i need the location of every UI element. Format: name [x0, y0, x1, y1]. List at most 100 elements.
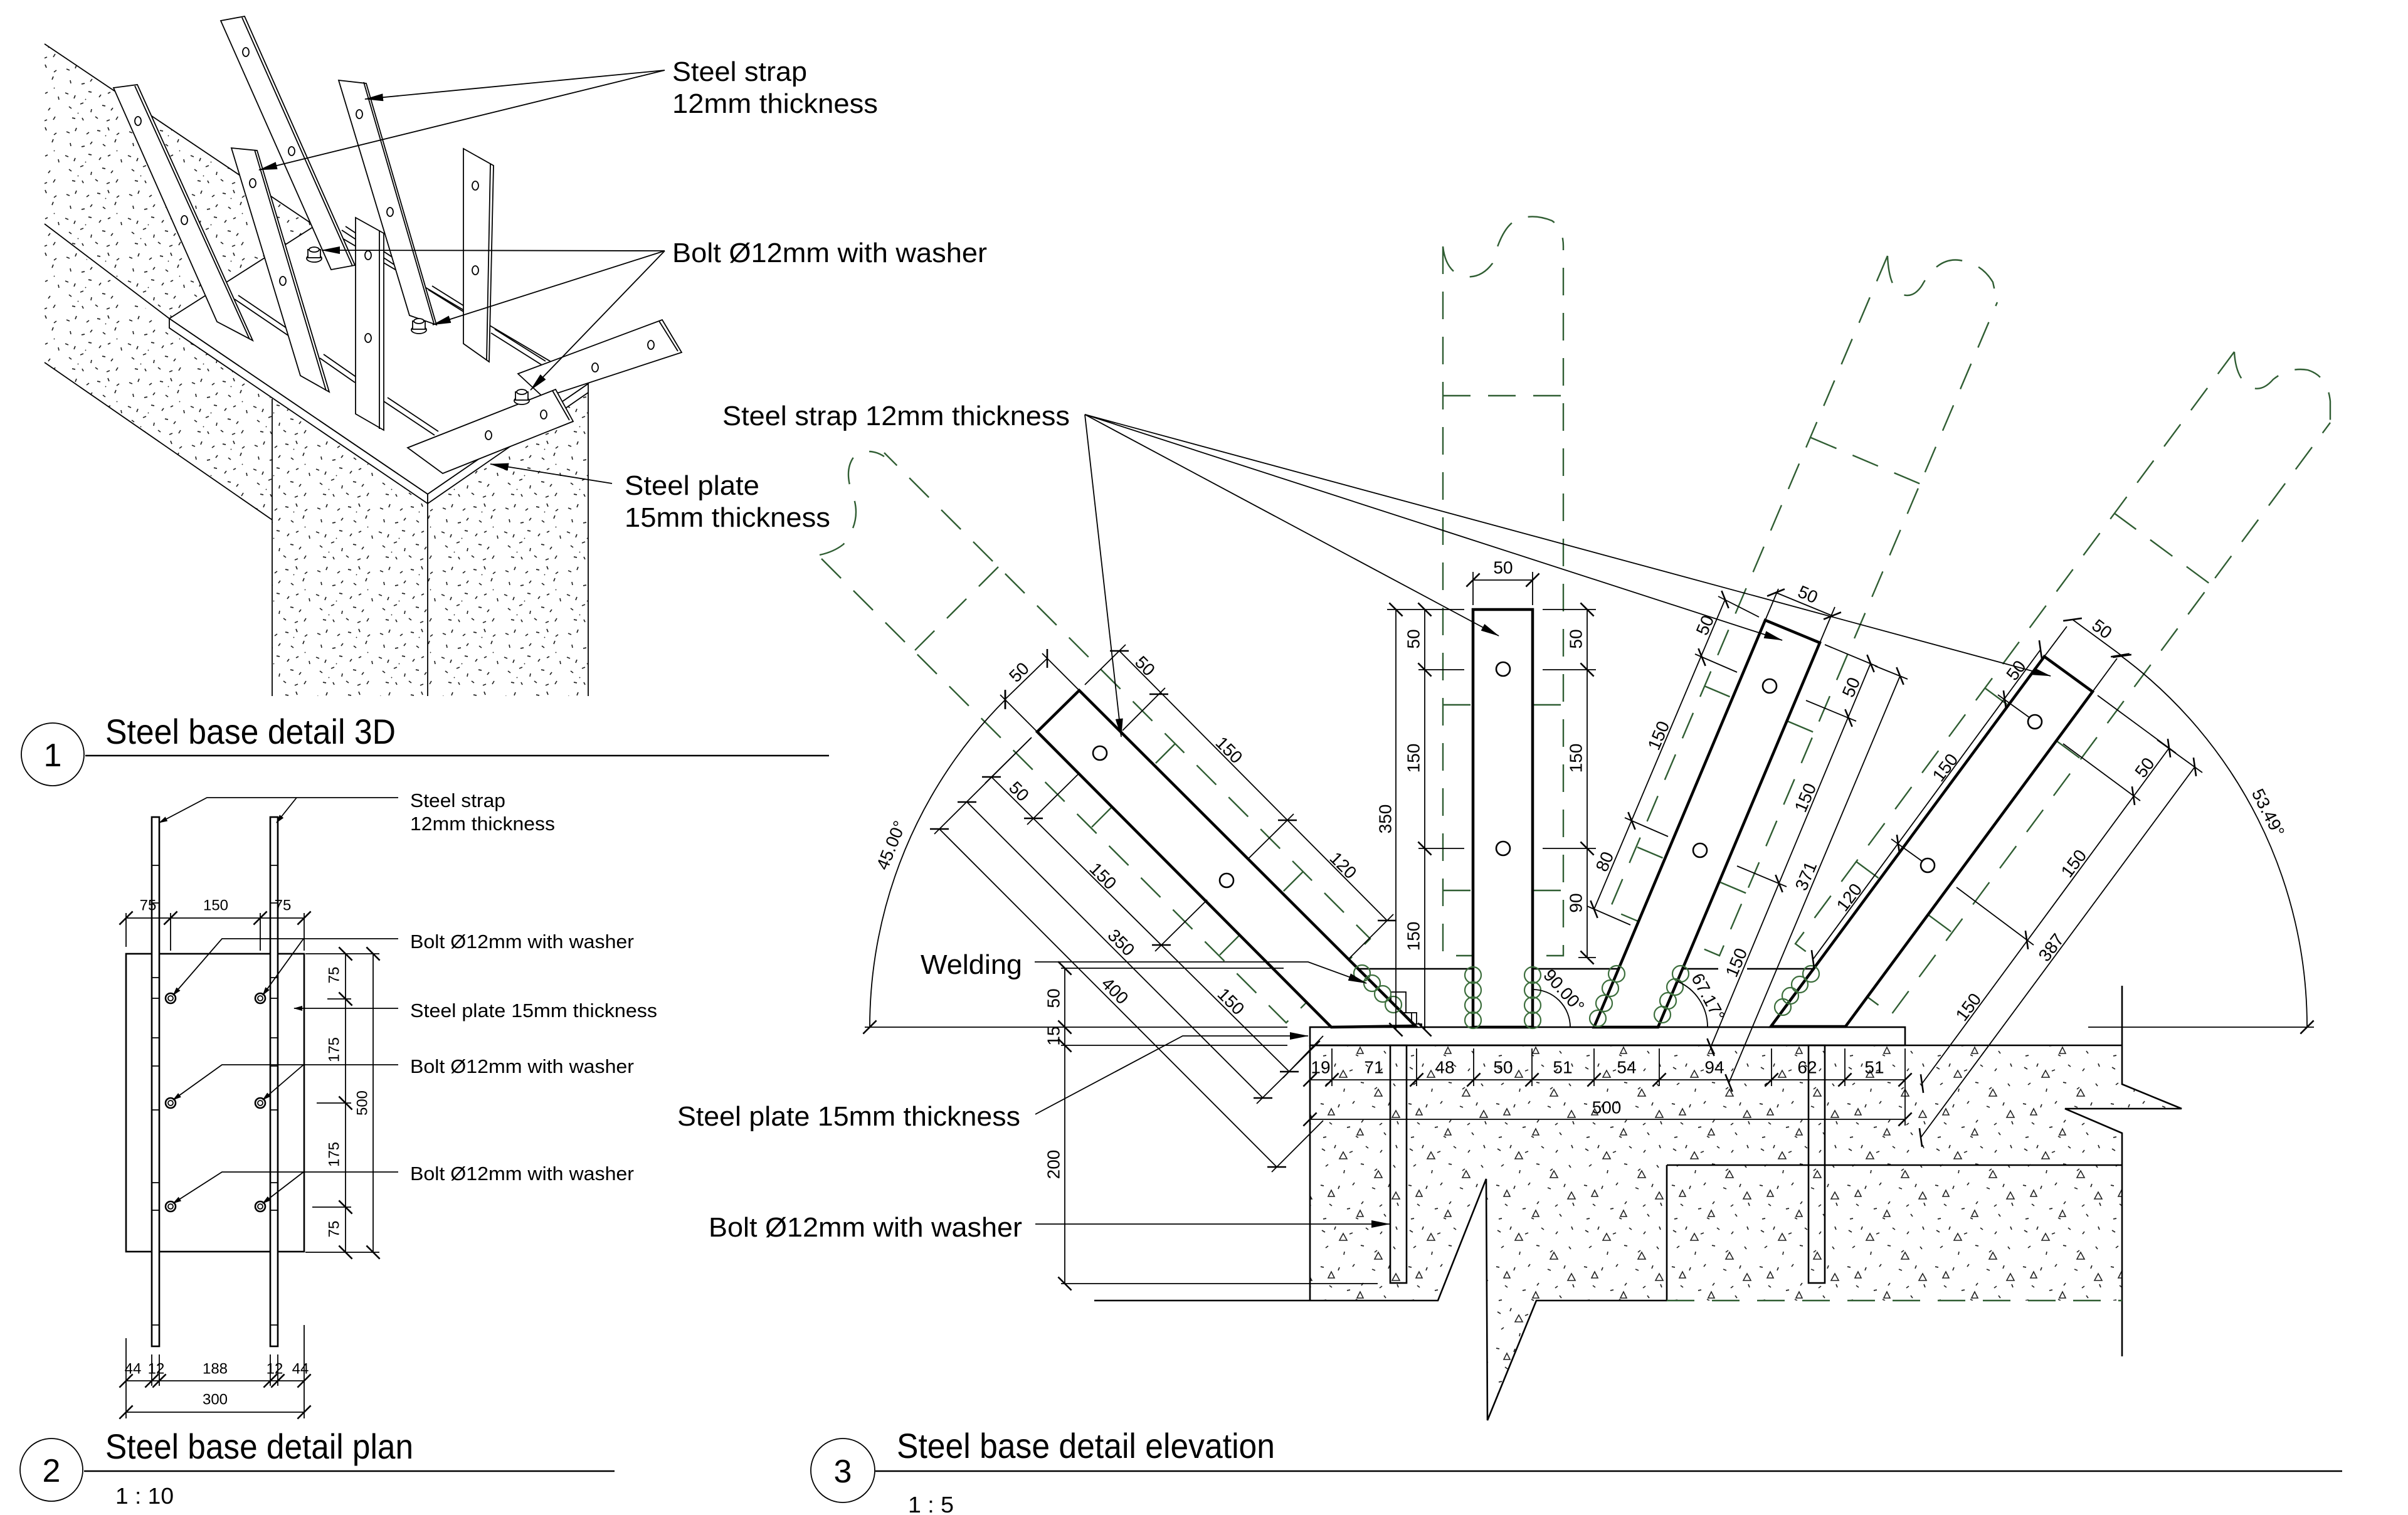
plan-bolts: [164, 992, 267, 1213]
dimension-label: 15: [1044, 1026, 1064, 1045]
dimension-tick: [1409, 1072, 1424, 1087]
leader-welding: [1035, 961, 1367, 984]
label-steel-plate: Steel plate 15mm thickness: [410, 1000, 657, 1021]
dimension-label: 150: [203, 897, 228, 914]
extension-line: [1824, 644, 1878, 667]
dimension-label: 44: [292, 1361, 309, 1378]
dimension-label: 75: [326, 967, 343, 984]
leader-steel-strap: [1084, 414, 2051, 677]
leader-bolt: [321, 246, 665, 255]
extension-line: [1042, 653, 1080, 691]
dimension-label: 54: [1617, 1058, 1636, 1077]
rafter-4-outline: [1794, 351, 2331, 1016]
weld-bead-icon: [1595, 994, 1613, 1013]
weld-bead-icon: [1607, 964, 1626, 983]
extension-line: [1348, 914, 1394, 960]
detail-elevation: 45.00° 90.00° 67.17° 53.49° 50 50 150 12…: [677, 216, 2342, 1515]
extension-line: [1805, 700, 1857, 722]
hole-icon: [472, 265, 479, 275]
dimension-label: 75: [275, 897, 292, 914]
dimension-label: 94: [1704, 1058, 1724, 1077]
extension-line: [1765, 588, 1779, 621]
dimension-label: 50: [1493, 1058, 1513, 1077]
hole-icon: [1692, 842, 1708, 858]
dimension-label: 175: [326, 1142, 343, 1167]
title-block-1: 1 Steel base detail 3D: [21, 712, 829, 786]
concrete-fill: [1310, 1045, 2182, 1420]
plan-dimensions: 75 150 75 75 175 175 75 500 44 12 188 12…: [119, 897, 381, 1420]
dimension-line: [1920, 766, 2195, 1138]
dimension-label: 71: [1364, 1058, 1383, 1077]
dimension-tick: [1764, 1072, 1779, 1087]
extension-line: [1587, 905, 1631, 926]
hole-icon: [364, 333, 372, 343]
leader-bolt: [530, 250, 665, 391]
bolts-3d: [306, 246, 530, 405]
strap-3-67deg: [1592, 618, 1822, 1029]
extension-line: [1000, 694, 1038, 732]
weld-bead-icon: [1523, 1011, 1542, 1030]
column-right-face: [428, 393, 588, 696]
weld-bead-icon: [1523, 996, 1542, 1015]
bolt-icon: [254, 992, 267, 1005]
leader-steel-strap: [364, 70, 665, 102]
dimension-line: [1775, 592, 1833, 616]
extension-line: [2157, 739, 2203, 773]
strap-thickness-lines: [134, 17, 679, 429]
detail-3d: Steel strap 12mm thickness Bolt Ø12mm wi…: [21, 15, 987, 786]
hole-icon: [1495, 840, 1511, 857]
leader-steel-strap: [159, 797, 398, 823]
base-dimension-labels: 50 15 200 19 71 48 50 51 54 94 62 51 500: [1044, 988, 1884, 1179]
extension-line: [1271, 1120, 1324, 1173]
strap-2-dimension-labels: 50 50 150 150 350 50 150 90: [1376, 558, 1586, 951]
leader-bolt: [262, 938, 304, 996]
extension-line: [1891, 838, 1923, 862]
extension-line: [1956, 887, 2034, 946]
leader-bolt: [262, 1064, 304, 1101]
dimension-label: 175: [326, 1037, 343, 1062]
dimension-label: 12: [148, 1361, 165, 1378]
dimension-tick: [1302, 1112, 1318, 1127]
strap-3d-left: [112, 84, 254, 342]
dimension-label: 48: [1435, 1058, 1454, 1077]
hole-icon: [356, 109, 363, 119]
dimension-label: 75: [140, 897, 157, 914]
hole-icon: [591, 362, 599, 372]
weld-bead-icon: [1464, 996, 1482, 1015]
leader-bolt: [432, 250, 665, 325]
dimension-line: [1593, 599, 1726, 910]
strap-1-45deg: [1035, 688, 1419, 1029]
leader-bolt: [172, 1171, 398, 1204]
extension-line: [1122, 687, 1166, 731]
dimension-tick: [1766, 588, 1785, 597]
label-bolt-row-3: Bolt Ø12mm with washer: [410, 1163, 634, 1185]
hole-icon: [386, 207, 394, 217]
dimension-label: 150: [1404, 922, 1423, 951]
dimension-line: [939, 828, 1277, 1168]
extension-line: [1084, 644, 1126, 685]
extension-line: [934, 737, 1032, 835]
extension-line: [1819, 606, 1835, 643]
dimension-tick: [1524, 1072, 1539, 1087]
dimension-line: [1728, 675, 1901, 1084]
label-bolt-row-2: Bolt Ø12mm with washer: [410, 1055, 634, 1077]
dimension-label: 500: [354, 1090, 371, 1116]
extension-line: [2062, 743, 2141, 801]
extension-line: [1874, 665, 1908, 680]
weld-beads: [1353, 964, 1820, 1030]
rafter-1-outline: [819, 450, 1371, 1024]
hole-icon: [647, 340, 655, 350]
dimension-line: [1921, 747, 2170, 1084]
weld-bead-icon: [1373, 984, 1392, 1003]
weld-bead-icon: [1653, 1005, 1672, 1024]
column-left-face: [272, 399, 428, 696]
leader-steel-strap: [258, 70, 665, 171]
dimension-tick: [1587, 1072, 1602, 1087]
bolt-icon: [254, 1200, 267, 1213]
strap-3d-vertical-front: [355, 216, 384, 431]
strap-2-vertical: [1471, 608, 1534, 1029]
dimension-label: 500: [1592, 1098, 1622, 1117]
wall-face-edge: [44, 223, 170, 319]
anchor-bolt-right: [1807, 1044, 1826, 1284]
dimension-tick: [1898, 1072, 1913, 1087]
